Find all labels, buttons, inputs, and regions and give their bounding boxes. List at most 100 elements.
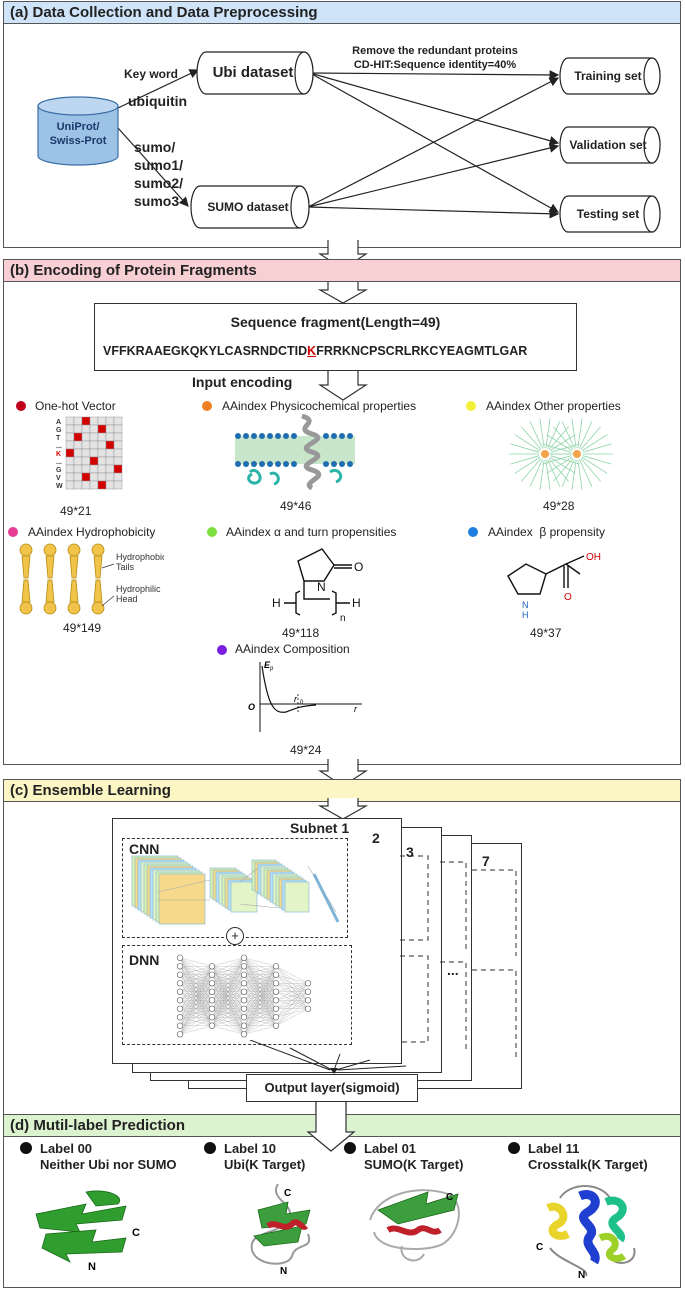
seq-before: VFFKRAAEGKQKYLCASRNDCTID [103, 344, 308, 358]
subnet-2-label: 2 [372, 830, 380, 846]
lipid-bilayer-icon: Hydrophobic Tails Hydrophilic Head [19, 543, 164, 615]
protein-01-c: C [446, 1192, 453, 1203]
remove-note-line-2: CD-HIT:Sequence identity=40% [353, 59, 517, 71]
protein-10-c: C [284, 1188, 291, 1199]
uniprot-database-icon [37, 96, 119, 166]
onehot-letter-8: W [56, 483, 63, 490]
onehot-letter-4: K [56, 451, 61, 458]
protein-00-n: N [88, 1261, 96, 1273]
protein-11-n: N [578, 1270, 585, 1278]
onehot-letter-7: V [56, 475, 61, 482]
protein-10-n: N [280, 1266, 287, 1277]
arrow-into-fragment [318, 282, 368, 304]
seq-r: R [323, 344, 333, 358]
dnn-network-diagram [176, 954, 312, 1038]
beta-label: AAindex β propensity [488, 525, 605, 539]
sumo-dataset-cylinder [190, 185, 310, 229]
seq-after: NCPSCRLRKCYEAGMTLGAR [350, 344, 528, 358]
label-00-dot [20, 1142, 32, 1154]
label-00-title: Label 00 [40, 1141, 93, 1156]
beta-dim: 49*37 [530, 626, 562, 640]
label-10: Label 10 Ubi(K Target) [204, 1141, 305, 1173]
label-11-dot [508, 1142, 520, 1154]
beta-dot [468, 527, 478, 537]
potential-0-sub: 0 [300, 700, 304, 706]
tails-label: Tails [116, 562, 135, 572]
onehot-dot [16, 401, 26, 411]
protein-11-image: C N [536, 1185, 636, 1278]
label-11-title: Label 11 [528, 1141, 580, 1156]
sumo-terms: sumo/ sumo1/ sumo2/ sumo3 [134, 138, 183, 210]
hydro-dot [8, 527, 18, 537]
seq-rk: RK [332, 344, 351, 358]
label-00: Label 00 Neither Ubi nor SUMO [20, 1141, 177, 1173]
alpha-label: AAindex α and turn propensities [226, 525, 397, 539]
seq-target-k: K [307, 344, 317, 358]
set-cylinders [559, 57, 661, 233]
back-frame-dashes [400, 855, 517, 1060]
section-b-title: (b) Encoding of Protein Fragments [4, 260, 680, 282]
onehot-letter-6: G [56, 467, 62, 474]
ubi-dataset-cylinder [196, 51, 314, 95]
ubi-dataset-label: Ubi dataset [212, 64, 294, 81]
potential-r0-label: r [294, 694, 298, 704]
beta-oh-label: OH [586, 552, 601, 563]
dnn-box: DNN [122, 945, 352, 1045]
subnet-7-label: 7 [482, 853, 490, 869]
potential-e-label: E [264, 660, 271, 670]
alpha-dot [207, 527, 217, 537]
membrane-helix-icon [235, 414, 355, 491]
label-10-dot [204, 1142, 216, 1154]
uniprot-line-2: Swiss-Prot [49, 135, 107, 147]
label-01-sub: SUMO(K Target) [364, 1157, 464, 1172]
label-00-sub: Neither Ubi nor SUMO [40, 1157, 177, 1172]
physchem-label: AAindex Physicochemical properties [222, 399, 417, 413]
other-dot [466, 401, 476, 411]
fragment-title: Sequence fragment(Length=49) [230, 314, 441, 330]
hydro-dim: 49*149 [63, 621, 102, 635]
training-set-label: Training set [574, 69, 642, 83]
beta-n-label: N [522, 600, 529, 610]
protein-00-image: C N [35, 1190, 140, 1273]
output-layer-box: Output layer(sigmoid) [246, 1074, 418, 1102]
sumo-dataset-label: SUMO dataset [207, 200, 289, 214]
dnn-label: DNN [129, 952, 160, 968]
proline-icon: N H O OH [507, 552, 601, 620]
subnet-1-label: Subnet 1 [290, 820, 350, 836]
other-label: AAindex Other properties [486, 399, 621, 413]
cnn-label: CNN [129, 841, 160, 857]
sumo-term-2: sumo2/ [134, 175, 184, 191]
arrow-c-to-d-overlay [306, 1102, 356, 1152]
sequence-fragment-box: Sequence fragment(Length=49) VFFKRAAEGKQ… [94, 303, 577, 371]
remove-note: Remove the redundant proteins CD-HIT:Seq… [310, 44, 560, 72]
alpha-h2-label: H [352, 596, 361, 610]
hydrophobic-label: Hydrophobic [116, 552, 164, 562]
potential-p-sub: p [269, 666, 274, 672]
onehot-letter-3: ... [56, 443, 62, 450]
sumo-term-3: sumo3 [134, 193, 180, 209]
protein-00-c: C [132, 1227, 140, 1239]
other-dim: 49*28 [543, 499, 575, 513]
physchem-dot [202, 401, 212, 411]
sequence-text: VFFKRAAEGKQKYLCASRNDCTIDKFRRKNCPSCRLRKCY… [103, 344, 527, 358]
section-a-title: (a) Data Collection and Data Preprocessi… [4, 2, 680, 24]
potential-o-label: O [248, 702, 255, 712]
onehot-letter-0: A [56, 419, 61, 426]
composition-label: AAindex Composition [235, 642, 350, 656]
beta-h-label: H [522, 610, 529, 620]
alpha-h1-label: H [272, 596, 281, 610]
sumo-term-0: sumo/ [134, 139, 176, 155]
combine-icon: + [226, 927, 244, 945]
hydrophilic-label: Hydrophilic [116, 584, 161, 594]
ellipsis-label: ... [447, 962, 459, 978]
field-pattern-icon [509, 418, 613, 490]
label-01: Label 01 SUMO(K Target) [344, 1141, 463, 1173]
alpha-dim: 49*118 [282, 626, 320, 640]
input-encoding-label: Input encoding [192, 374, 293, 390]
arrow-input-encoding [318, 371, 368, 401]
uniprot-line-1: UniProt/ [56, 121, 100, 133]
keyword-label: Key word [124, 67, 179, 81]
label-11: Label 11 Crosstalk(K Target) [508, 1141, 648, 1173]
onehot-grid-icon: A G T ... K ... G V W [56, 416, 123, 490]
section-b: (b) Encoding of Protein Fragments [3, 259, 681, 765]
